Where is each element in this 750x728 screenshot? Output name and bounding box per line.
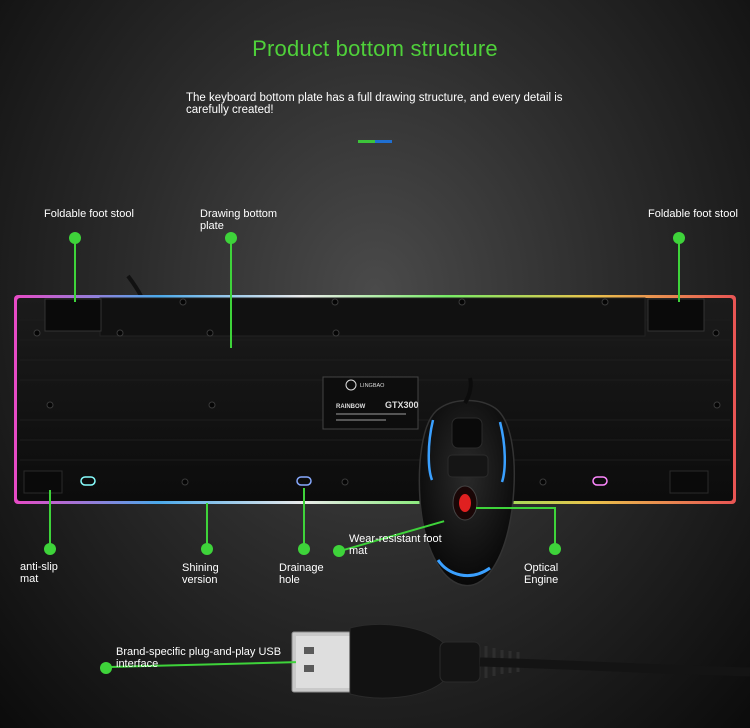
callout-drawing-bottom-plate: Drawing bottom plate — [200, 208, 278, 232]
leader-foot-stool-right — [678, 238, 680, 302]
marker-foot-stool-left — [69, 232, 81, 244]
marker-usb-interface — [100, 662, 112, 674]
anti-slip-pad-right — [669, 470, 709, 494]
foot-stool-right — [647, 298, 705, 332]
marker-drawing-bottom-plate — [225, 232, 237, 244]
page-title: Product bottom structure — [252, 36, 498, 61]
callout-foot-stool-right: Foldable foot stool — [648, 208, 738, 220]
keyboard-cable — [126, 274, 143, 297]
callout-anti-slip-mat: anti-slip mat — [20, 561, 58, 585]
label-brand: LINGBAO — [360, 383, 385, 389]
callout-drainage-hole: Drainage hole — [279, 562, 324, 586]
leader-drainage-hole — [303, 488, 305, 548]
drainage-hole-2 — [296, 476, 312, 486]
title-divider — [358, 140, 392, 143]
callout-usb-interface: Brand-specific plug-and-play USB interfa… — [116, 646, 282, 670]
label-model: GTX300 — [385, 400, 419, 410]
page-subtitle: The keyboard bottom plate has a full dra… — [186, 92, 563, 116]
leader-optical-engine-h — [476, 507, 556, 509]
anti-slip-pad-left — [23, 470, 63, 494]
callout-wear-resistant-foot-mat: Wear-resistant foot mat — [349, 533, 442, 557]
usb-plug — [291, 623, 750, 699]
drainage-hole-1 — [80, 476, 96, 486]
marker-anti-slip-mat — [44, 543, 56, 555]
foot-stool-left — [44, 298, 102, 332]
callout-optical-engine: Optical Engine — [524, 562, 559, 586]
leader-optical-engine-v — [554, 507, 556, 547]
mouse — [418, 377, 516, 587]
marker-wear-resistant-foot-mat — [333, 545, 345, 557]
marker-shining-version — [201, 543, 213, 555]
leader-drawing-bottom-plate — [230, 238, 232, 348]
leader-foot-stool-left — [74, 238, 76, 302]
marker-optical-engine — [549, 543, 561, 555]
label-series: RAINBOW — [336, 404, 366, 410]
callout-foot-stool-left: Foldable foot stool — [44, 208, 134, 220]
leader-shining-version — [206, 503, 208, 547]
callout-shining-version: Shining version — [182, 562, 219, 586]
keyboard-bottom: LINGBAO RAINBOW GTX300 — [14, 295, 736, 504]
marker-foot-stool-right — [673, 232, 685, 244]
leader-anti-slip-mat — [49, 490, 51, 548]
marker-drainage-hole — [298, 543, 310, 555]
drainage-hole-3 — [592, 476, 608, 486]
